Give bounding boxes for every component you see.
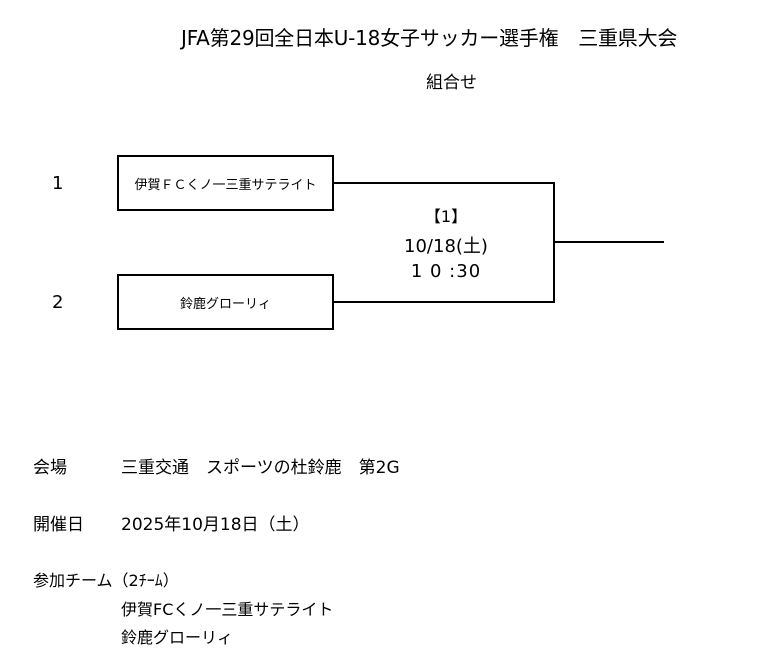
- venue-value: 三重交通 スポーツの杜鈴鹿 第2G: [121, 458, 400, 478]
- match-number: 【1】: [424, 207, 468, 226]
- bracket-team-name: 鈴鹿グローリィ: [179, 296, 271, 312]
- match-date: 10/18(土): [404, 236, 488, 257]
- bracket-winner-line: [553, 241, 664, 243]
- team-list-item: 鈴鹿グローリィ: [121, 628, 234, 647]
- venue-label: 会場: [33, 458, 67, 478]
- bracket-team-box: 伊賀ＦＣくノ一三重サテライト: [117, 155, 334, 211]
- seed-number: 2: [52, 292, 64, 313]
- date-value: 2025年10月18日（土）: [121, 515, 310, 535]
- date-label: 開催日: [33, 515, 84, 535]
- bracket-line: [334, 301, 554, 303]
- seed-number: 1: [52, 173, 64, 194]
- bracket-team-box: 鈴鹿グローリィ: [117, 274, 334, 330]
- teams-label: 参加チーム（2ﾁｰﾑ）: [33, 571, 179, 590]
- team-list-item: 伊賀FCくノ一三重サテライト: [121, 600, 334, 619]
- bracket-team-name: 伊賀ＦＣくノ一三重サテライト: [134, 177, 317, 193]
- match-time: 1 0 :30: [410, 261, 482, 282]
- bracket-line: [334, 182, 554, 184]
- page-title: JFA第29回全日本U-18女子サッカー選手権 三重県大会: [181, 26, 678, 50]
- page-subtitle: 組合せ: [426, 73, 477, 93]
